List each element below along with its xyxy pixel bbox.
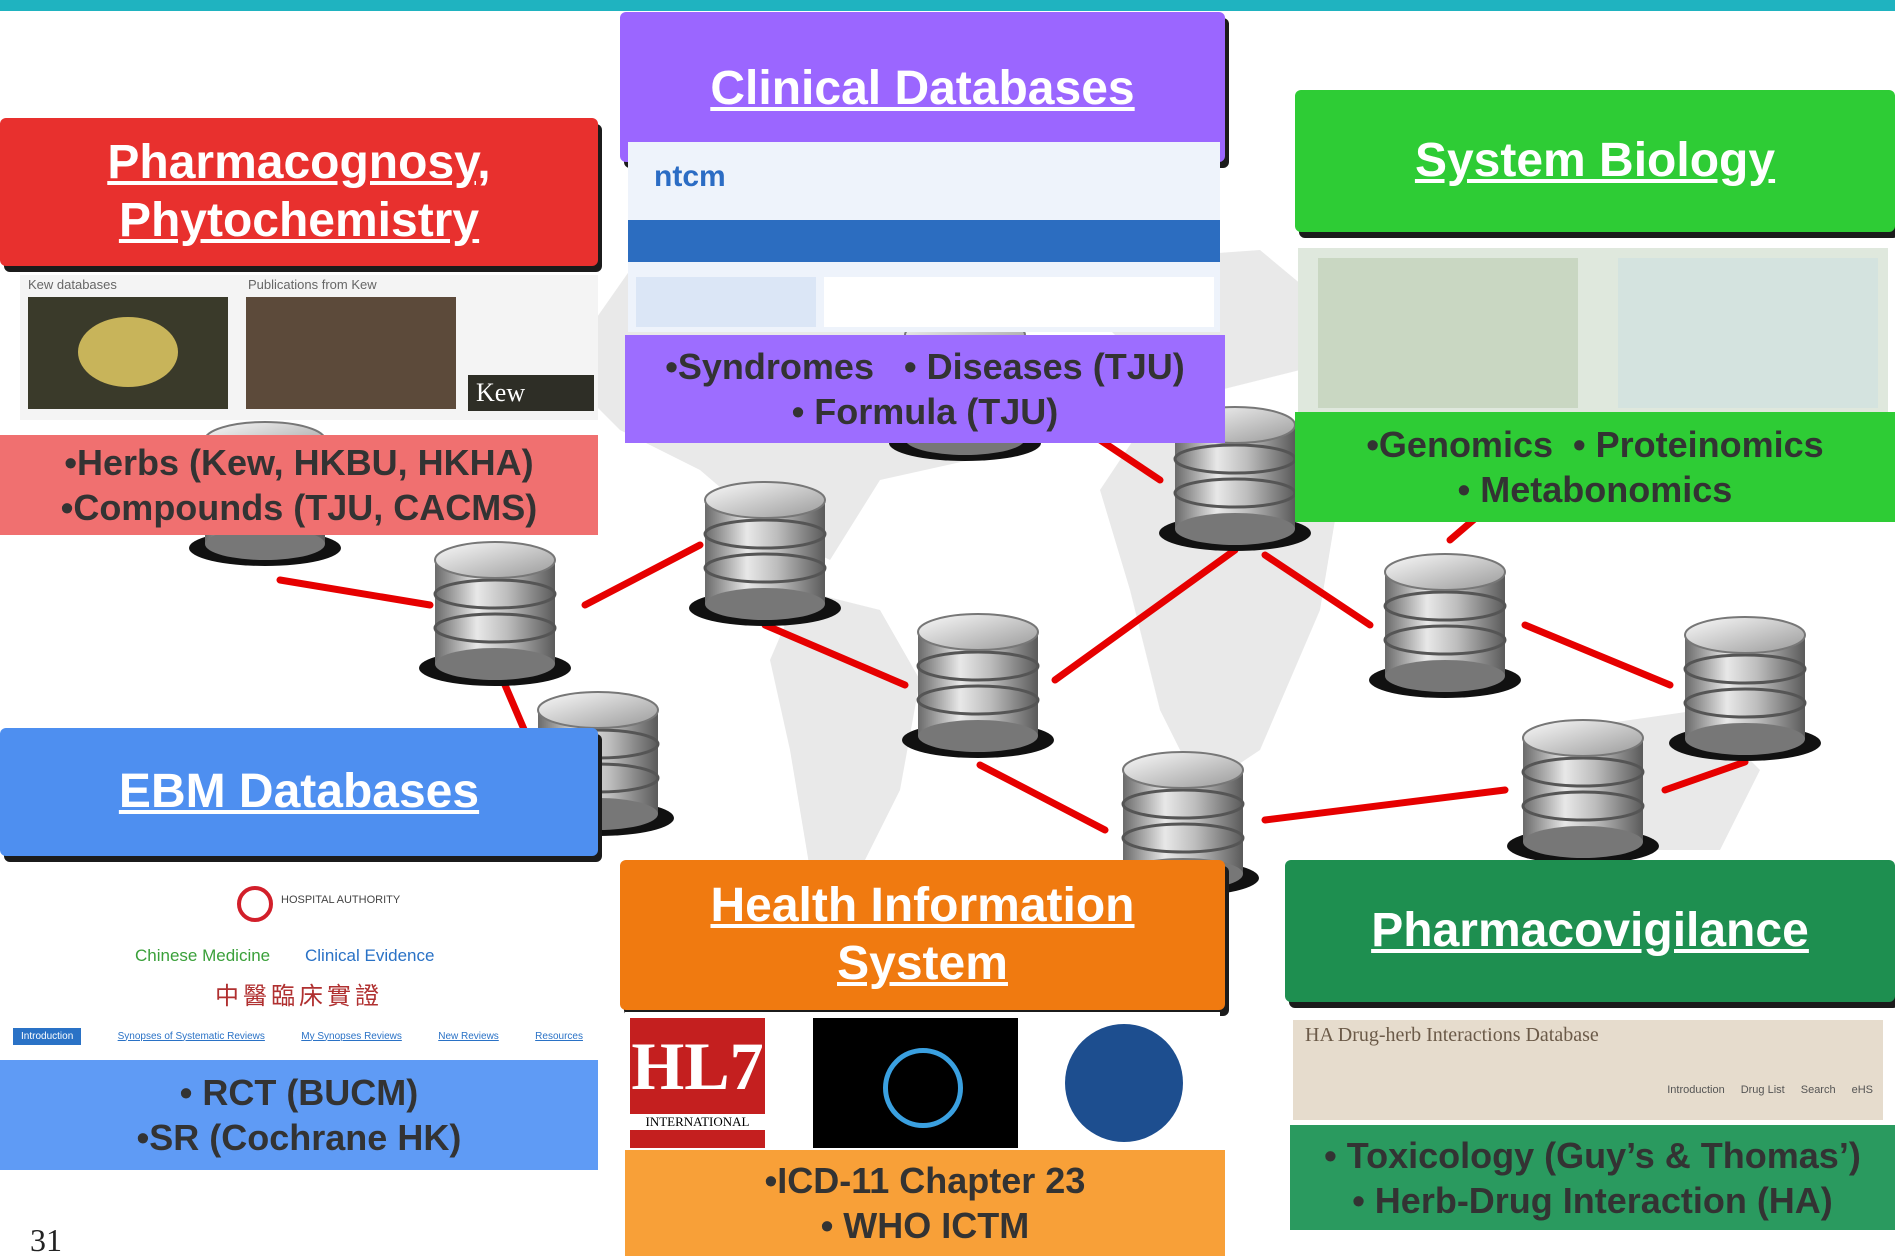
link-2 [581, 541, 704, 609]
pharmacognosy-items: •Herbs (Kew, HKBU, HKHA) •Compounds (TJU… [0, 435, 598, 535]
pharmacognosy-title[interactable]: Pharmacognosy, Phytochemistry [0, 118, 598, 266]
database-node-6 [900, 612, 1056, 760]
clinical-title[interactable]: Clinical Databases [620, 12, 1225, 162]
link-8 [1261, 551, 1374, 629]
kew-logo: Kew [468, 375, 594, 411]
ntcm-logo: ntcm [654, 160, 726, 193]
ebm-nav: Introduction Synopses of Systematic Revi… [13, 1026, 583, 1046]
clinical-items: •Syndromes • Diseases (TJU) • Formula (T… [625, 335, 1225, 443]
database-node-9 [1367, 552, 1523, 700]
pharmacovigilance-items: • Toxicology (Guy’s & Thomas’) • Herb-Dr… [1290, 1125, 1895, 1230]
database-node-2 [417, 540, 573, 688]
ebm-screenshot: HOSPITAL AUTHORITY Chinese Medicine Clin… [5, 866, 590, 1056]
link-4 [761, 621, 909, 689]
link-1 [276, 576, 434, 609]
database-node-4 [687, 480, 843, 628]
link-11 [1261, 786, 1509, 824]
herb-photo [28, 297, 228, 409]
network-logo [813, 1018, 1018, 1148]
page-number: 31 [30, 1222, 62, 1258]
database-node-12 [1667, 615, 1823, 763]
system-biology-items: •Genomics • Proteinomics • Metabonomics [1295, 412, 1895, 522]
ntcm-screenshot: ntcm [628, 142, 1220, 332]
health-info-logos: HL7 INTERNATIONAL [625, 1012, 1220, 1152]
who-logo [1035, 1018, 1210, 1148]
hl7-logo: HL7 INTERNATIONAL [630, 1018, 765, 1148]
health-info-items: •ICD-11 Chapter 23 • WHO ICTM [625, 1150, 1225, 1256]
hospital-authority-logo [237, 886, 273, 922]
kew-screenshot: Kew databases Publications from Kew Kew [20, 275, 598, 420]
books-photo [246, 297, 456, 409]
ntcm-nav [628, 220, 1220, 262]
top-accent-bar [0, 0, 1895, 11]
pharmacovigilance-title[interactable]: Pharmacovigilance [1285, 860, 1895, 1002]
ebm-title[interactable]: EBM Databases [0, 728, 598, 856]
ntcm-content [636, 277, 816, 327]
drug-herb-db-screenshot: HA Drug-herb Interactions Database Intro… [1293, 1020, 1883, 1120]
dna-protein-image [1298, 248, 1888, 413]
ntcm-content-right [824, 277, 1214, 327]
health-info-title[interactable]: Health Information System [620, 860, 1225, 1010]
ebm-items: • RCT (BUCM) •SR (Cochrane HK) [0, 1060, 598, 1170]
system-biology-title[interactable]: System Biology [1295, 90, 1895, 232]
link-10 [1521, 621, 1674, 689]
database-node-11 [1505, 718, 1661, 866]
link-12 [1661, 758, 1749, 794]
link-5 [976, 761, 1109, 834]
link-6 [1051, 546, 1239, 684]
drug-herb-nav: Introduction Drug List Search eHS [1667, 1084, 1873, 1096]
